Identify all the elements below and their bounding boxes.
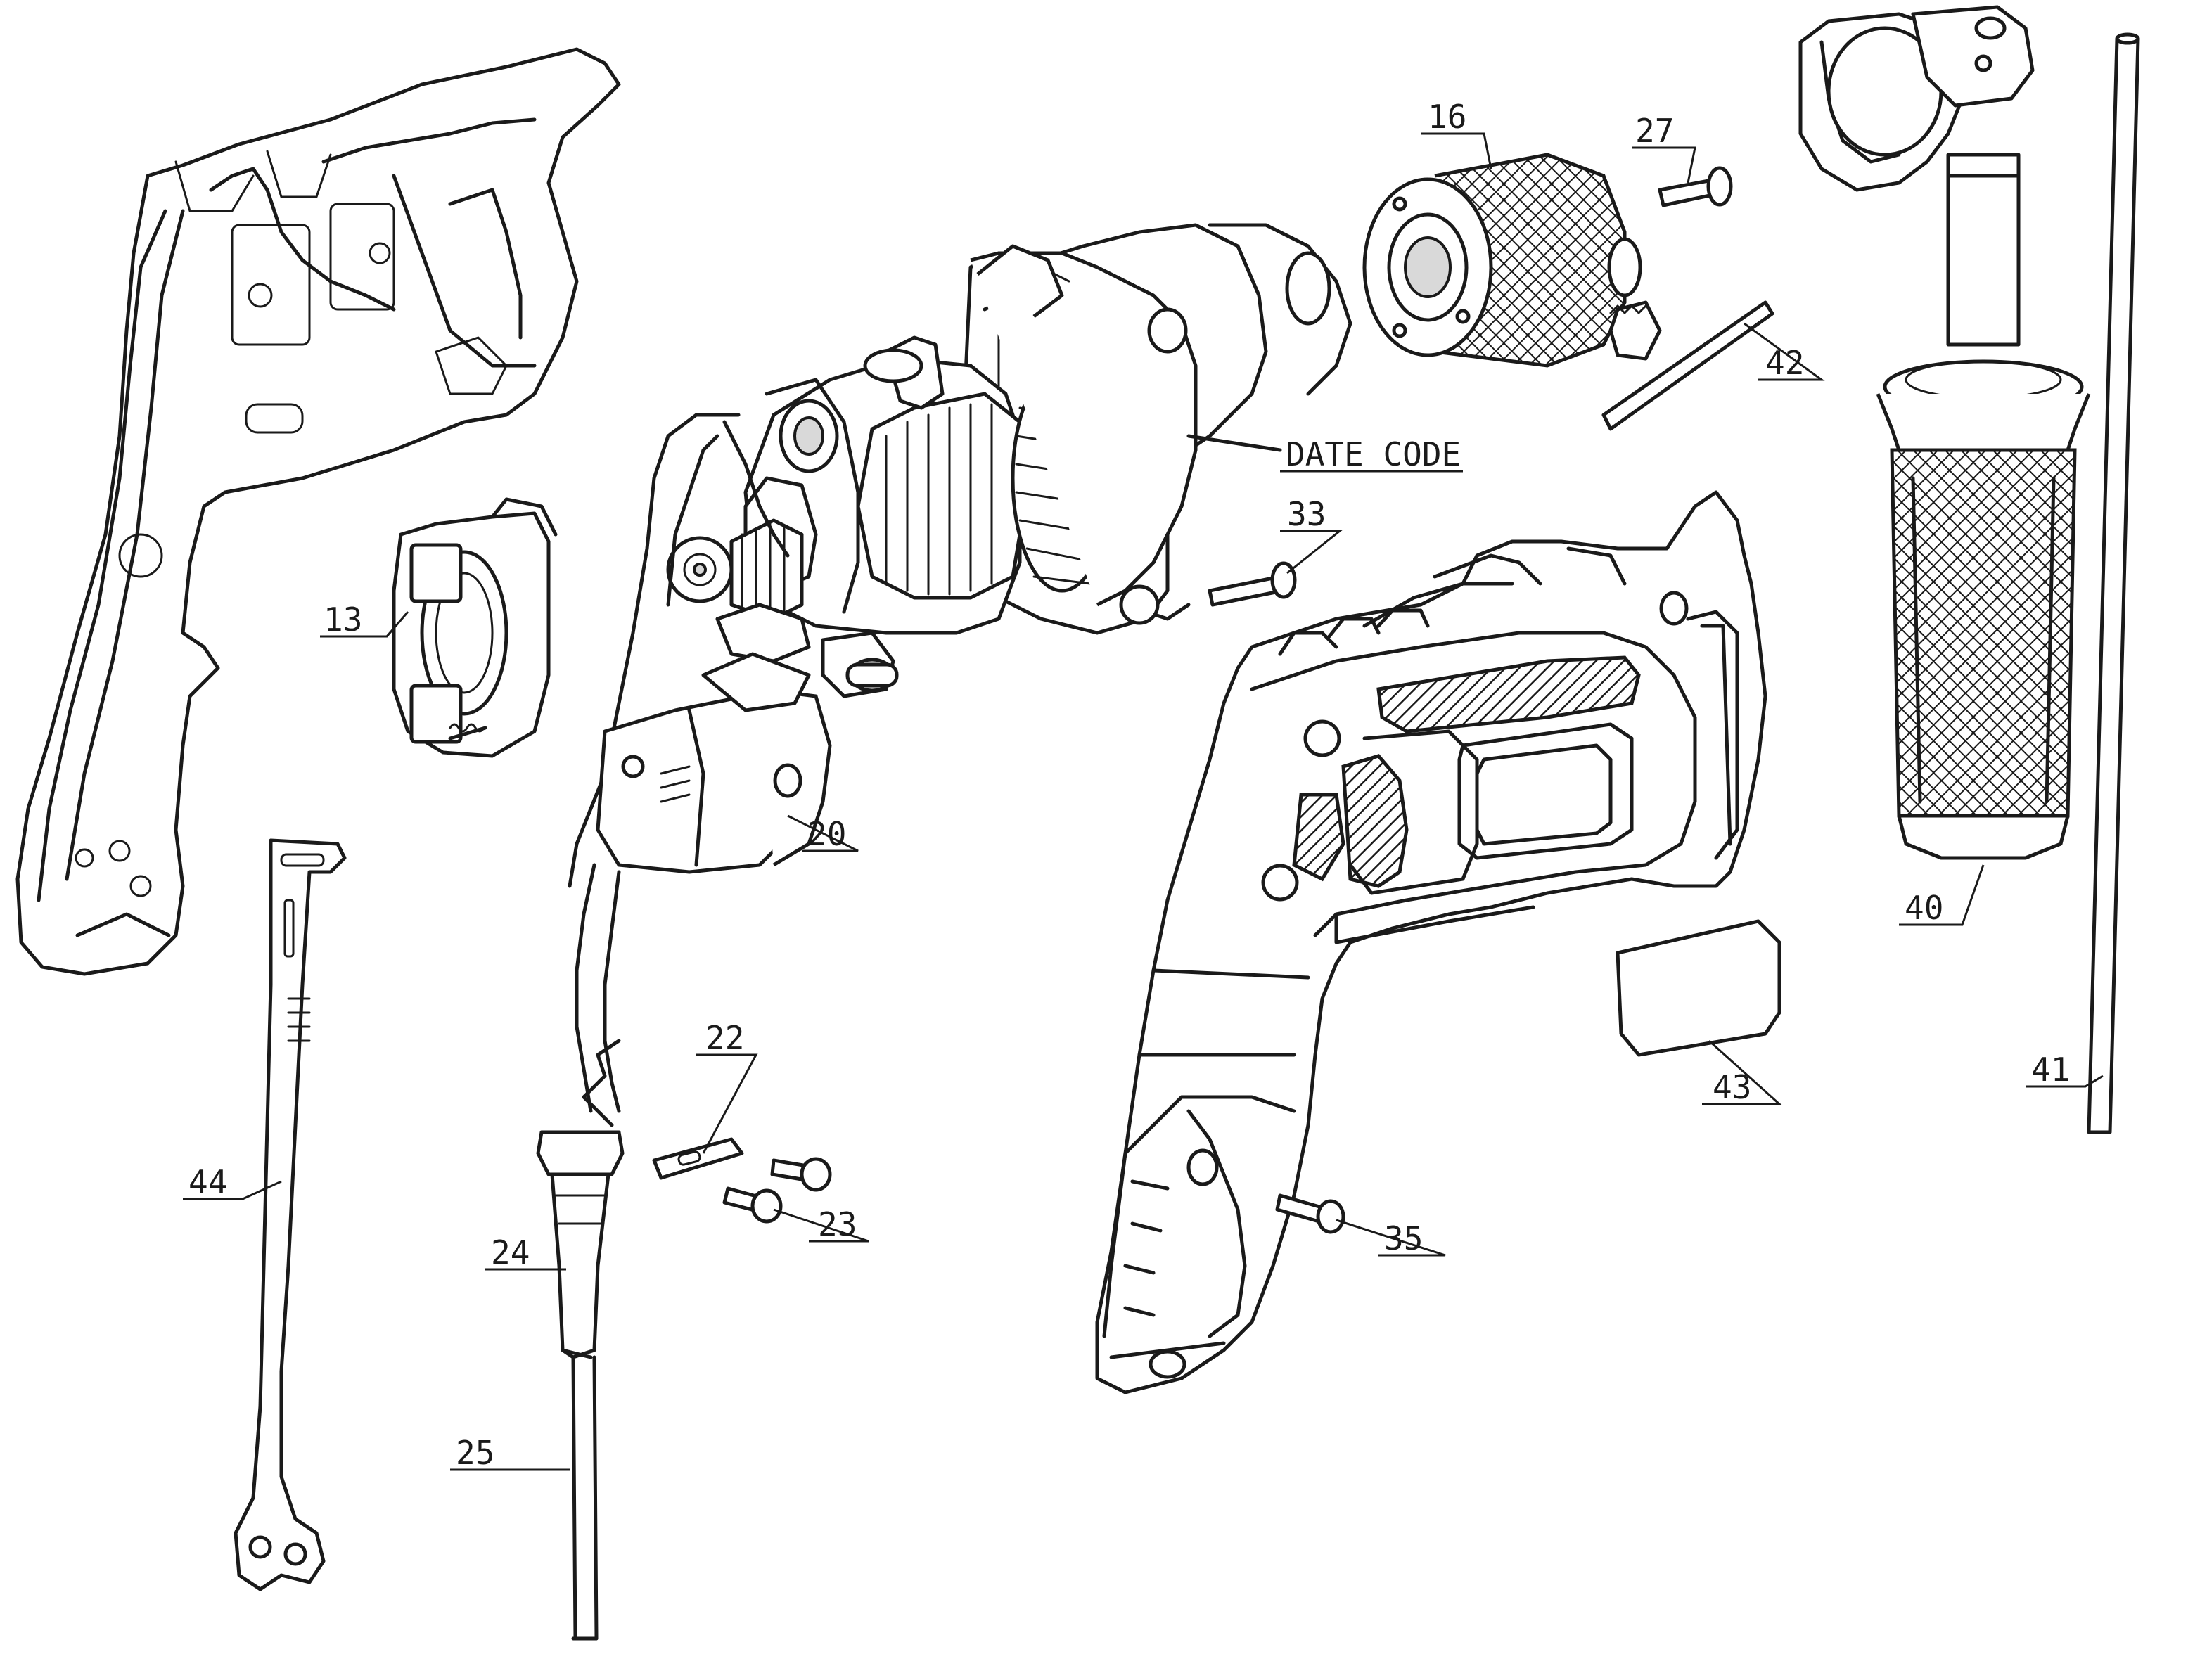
callout-42: 42 — [1765, 344, 1804, 382]
nameplate-label — [1616, 919, 1781, 1057]
clamp-screws — [722, 1157, 832, 1224]
callout-33: 33 — [1287, 495, 1326, 533]
housing-left-half — [15, 47, 621, 976]
gearbox-screw — [1208, 561, 1297, 607]
leader-lines — [183, 132, 2104, 1471]
callout-20: 20 — [807, 815, 846, 853]
callout-13: 13 — [324, 601, 362, 639]
side-handle — [1798, 5, 2091, 860]
brush-holder — [392, 497, 558, 758]
callout-43: 43 — [1713, 1068, 1751, 1106]
callout-44: 44 — [188, 1163, 227, 1201]
callout-23: 23 — [818, 1205, 857, 1243]
callout-27: 27 — [1635, 112, 1674, 150]
callout-25: 25 — [456, 1434, 494, 1472]
switch-and-cord — [568, 413, 832, 1127]
callout-24: 24 — [491, 1233, 530, 1271]
strain-relief-and-cord — [536, 1130, 625, 1641]
callout-labels: 16 27 42 DATE CODE 33 13 20 22 23 24 25 … — [188, 98, 2070, 1472]
callout-41: 41 — [2031, 1051, 2070, 1089]
chuck-key — [1601, 300, 1774, 431]
cord-clamp — [652, 1137, 744, 1180]
keyed-chuck — [1362, 153, 1642, 368]
wrench-strap — [234, 838, 347, 1591]
chuck-screw — [1658, 166, 1733, 207]
callout-16: 16 — [1428, 98, 1466, 136]
callout-35: 35 — [1384, 1219, 1423, 1257]
callout-40: 40 — [1905, 889, 1943, 927]
depth-rod — [2087, 32, 2140, 1134]
callout-22: 22 — [705, 1019, 744, 1057]
gearbox-housing — [970, 244, 1282, 625]
handle-screw — [1275, 1193, 1345, 1234]
callout-date-code: DATE CODE — [1286, 435, 1461, 473]
drill-body-assembled — [1095, 490, 1767, 1394]
